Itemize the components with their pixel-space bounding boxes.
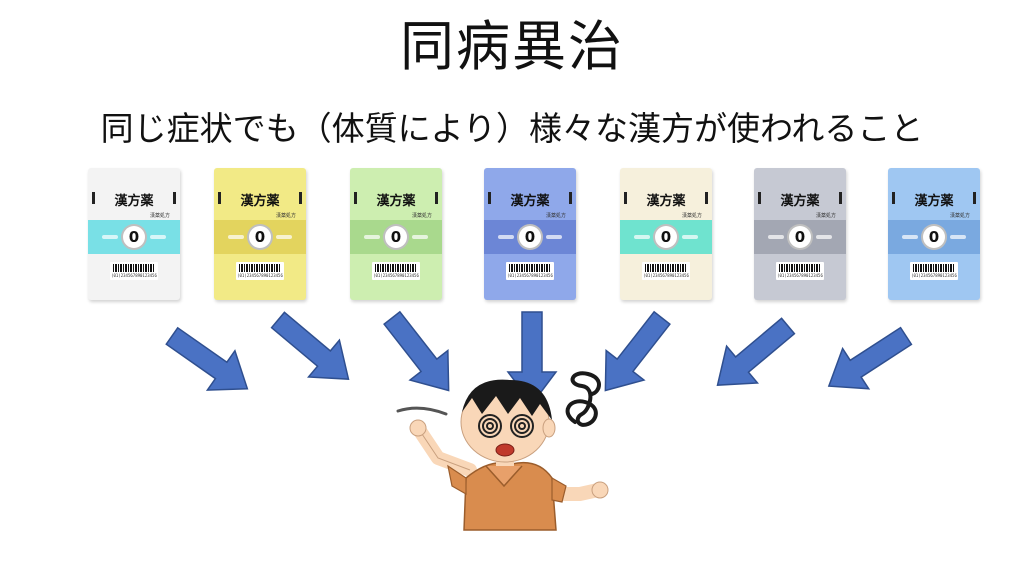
packet-name: 漢方薬 <box>646 194 686 209</box>
packet-notch <box>92 192 95 204</box>
barcode: (01)234567890123456 <box>110 262 158 280</box>
packet-notch <box>839 192 842 204</box>
arrow-down-icon <box>827 326 913 390</box>
packet-wing <box>228 235 244 239</box>
barcode-text: (01)234567890123456 <box>911 273 957 278</box>
packet-notch <box>488 192 491 204</box>
packet-small-text: 漢薬処方 <box>411 213 432 219</box>
packet-small-text: 漢薬処方 <box>681 213 702 219</box>
packet-number: 0 <box>247 224 273 250</box>
packet-wing <box>364 235 380 239</box>
packet-number: 0 <box>121 224 147 250</box>
packet-number: 0 <box>383 224 409 250</box>
arrow-down-icon <box>165 326 249 391</box>
packet-small-text: 漢薬処方 <box>545 213 566 219</box>
packet-wing <box>634 235 650 239</box>
packet-notch <box>705 192 708 204</box>
packet-small-text: 漢薬処方 <box>815 213 836 219</box>
barcode-text: (01)234567890123456 <box>643 273 689 278</box>
arrow-down-icon <box>716 317 796 386</box>
packet-name: 漢方薬 <box>114 194 154 209</box>
packet-number: 0 <box>921 224 947 250</box>
barcode-bars <box>645 264 687 272</box>
packet-notch <box>435 192 438 204</box>
barcode-text: (01)234567890123456 <box>373 273 419 278</box>
packet-wing <box>150 235 166 239</box>
packet-notch <box>973 192 976 204</box>
barcode-bars <box>239 264 281 272</box>
barcode: (01)234567890123456 <box>642 262 690 280</box>
packet-wing <box>682 235 698 239</box>
packet-wing <box>498 235 514 239</box>
packet-wing <box>546 235 562 239</box>
slide-title: 同病異治 <box>400 15 624 78</box>
packet-wing <box>276 235 292 239</box>
packet-wing <box>768 235 784 239</box>
packet-wing <box>902 235 918 239</box>
packet-wing <box>816 235 832 239</box>
dizzy-spiral-icon <box>565 371 601 427</box>
barcode-bars <box>375 264 417 272</box>
packet-notch <box>218 192 221 204</box>
motion-line <box>396 406 448 416</box>
packet-name: 漢方薬 <box>376 194 416 209</box>
barcode: (01)234567890123456 <box>236 262 284 280</box>
barcode-bars <box>913 264 955 272</box>
barcode-bars <box>113 264 155 272</box>
arrow-down-icon <box>604 310 671 392</box>
barcode: (01)234567890123456 <box>506 262 554 280</box>
barcode: (01)234567890123456 <box>910 262 958 280</box>
packet-notch <box>354 192 357 204</box>
slide-subtitle: 同じ症状でも（体質により）様々な漢方が使われること <box>100 109 924 148</box>
packet-number: 0 <box>653 224 679 250</box>
packet-notch <box>624 192 627 204</box>
arrow-down-icon <box>383 310 450 392</box>
barcode-text: (01)234567890123456 <box>237 273 283 278</box>
packet-notch <box>569 192 572 204</box>
arrow-down-icon <box>270 311 350 380</box>
packet-number: 0 <box>787 224 813 250</box>
packet-name: 漢方薬 <box>780 194 820 209</box>
packet-notch <box>892 192 895 204</box>
packet-notch <box>758 192 761 204</box>
packet-wing <box>102 235 118 239</box>
barcode-text: (01)234567890123456 <box>507 273 553 278</box>
barcode-text: (01)234567890123456 <box>777 273 823 278</box>
barcode: (01)234567890123456 <box>776 262 824 280</box>
packet-small-text: 漢薬処方 <box>149 213 170 219</box>
packet-name: 漢方薬 <box>240 194 280 209</box>
packet-name: 漢方薬 <box>510 194 550 209</box>
barcode-text: (01)234567890123456 <box>111 273 157 278</box>
packet-small-text: 漢薬処方 <box>949 213 970 219</box>
packet-wing <box>412 235 428 239</box>
packet-notch <box>173 192 176 204</box>
packet-small-text: 漢薬処方 <box>275 213 296 219</box>
packet-number: 0 <box>517 224 543 250</box>
packet-notch <box>299 192 302 204</box>
packet-name: 漢方薬 <box>914 194 954 209</box>
packet-wing <box>950 235 966 239</box>
barcode-bars <box>779 264 821 272</box>
barcode: (01)234567890123456 <box>372 262 420 280</box>
barcode-bars <box>509 264 551 272</box>
